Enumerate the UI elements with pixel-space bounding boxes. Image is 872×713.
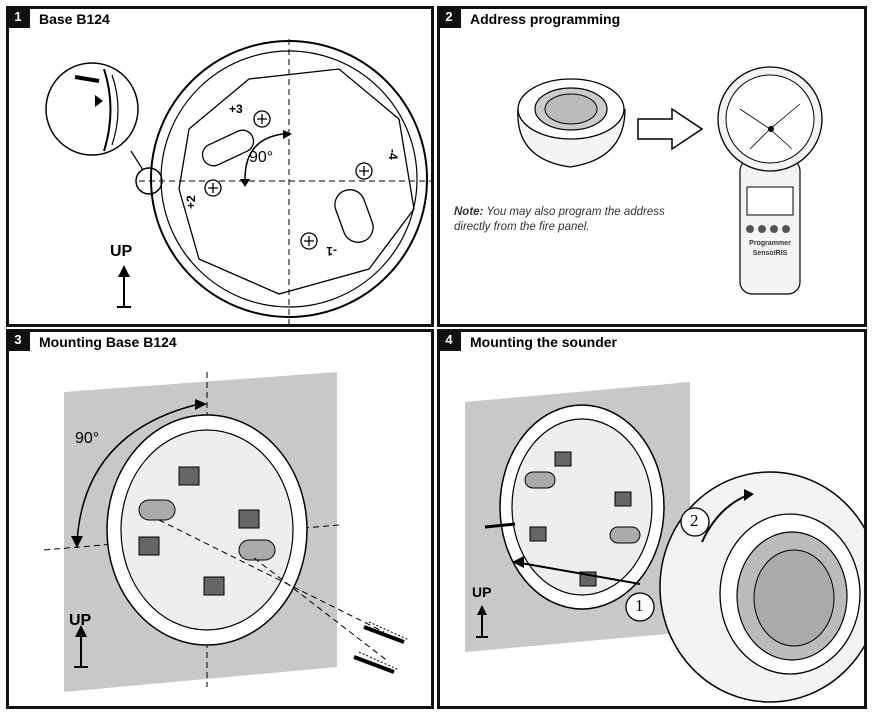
- step-marker: [680, 507, 710, 537]
- mounting-base-illustration: [43, 372, 410, 692]
- terminal-block: [178, 466, 200, 486]
- arrow-head: [195, 399, 207, 410]
- note-body: You may also program the address directl…: [454, 206, 665, 233]
- alignment-pointer: [95, 95, 103, 107]
- panel-number: 4: [440, 332, 461, 351]
- mounting-slot: [201, 129, 255, 167]
- step-marker: [625, 592, 655, 622]
- arrow-head: [283, 130, 292, 139]
- base-b124-top-view: +3 -4 +2 -1: [45, 39, 431, 324]
- terminal-screw: [355, 162, 373, 180]
- alignment-mark: [484, 522, 516, 529]
- panel-title: Base B124: [39, 11, 110, 27]
- panel-mounting-sounder: 4 Mounting the sounder 1 2 UP: [437, 329, 867, 709]
- mounting-screw: [353, 651, 400, 674]
- terminal-label: -4: [386, 149, 400, 160]
- terminal-block: [529, 526, 547, 542]
- base-inner-ring: [511, 418, 653, 596]
- mounting-slot: [238, 539, 276, 561]
- detail-magnifier: [45, 62, 139, 156]
- angle-label: 90°: [75, 430, 100, 447]
- panel-address-programming: 2 Address programming Note: You may also…: [437, 6, 867, 327]
- terminal-block: [203, 576, 225, 596]
- panel-mounting-base: 3 Mounting Base B124 90° UP: [6, 329, 434, 709]
- rotation-arc: [76, 403, 200, 543]
- sounder-device: [659, 471, 864, 703]
- arrow-head: [512, 556, 524, 568]
- base-inner-ring: [120, 429, 294, 631]
- mounting-slot: [609, 526, 641, 544]
- step-label: 2: [690, 511, 699, 530]
- panel-base-b124: 1 Base B124 +3 -4 +2 -1: [6, 6, 434, 327]
- detail-target-circle: [135, 167, 163, 195]
- terminal-screw: [253, 110, 271, 128]
- panel-title: Mounting the sounder: [470, 334, 617, 350]
- rotation-arrow: [701, 494, 749, 543]
- angle-label: 90°: [249, 149, 274, 166]
- terminal-block: [614, 491, 632, 507]
- mounting-sounder-illustration: [465, 382, 864, 703]
- mounting-slot: [334, 189, 374, 243]
- programmer-label: Programmer: [749, 240, 791, 247]
- mounting-screw: [363, 621, 410, 644]
- process-arrow: [637, 107, 704, 151]
- base-outer-ring: [150, 40, 428, 318]
- terminal-label: +2: [184, 195, 198, 209]
- programmer-label: SensoIRIS: [752, 250, 788, 257]
- terminal-screw: [204, 179, 222, 197]
- sounder-device: [517, 78, 626, 168]
- panel-title: Mounting Base B124: [39, 334, 177, 350]
- terminal-label: +3: [229, 102, 243, 116]
- up-label: UP: [69, 612, 92, 629]
- base-board-outline: [178, 68, 415, 295]
- detail-leader-line: [130, 150, 144, 171]
- mounting-slot: [524, 471, 556, 489]
- rotation-arc: [244, 133, 284, 180]
- terminal-block: [238, 509, 260, 529]
- address-programming-illustration: [517, 66, 823, 295]
- panel-title: Address programming: [470, 11, 621, 27]
- step-label: 1: [635, 596, 644, 615]
- up-arrow-head: [118, 265, 130, 277]
- programmer-device: [717, 66, 823, 295]
- arrow-head: [71, 536, 83, 548]
- note-text: Note: You may also program the address d…: [454, 205, 684, 235]
- terminal-block: [554, 451, 572, 467]
- screw-guide-line: [158, 519, 385, 633]
- arrow-head: [744, 489, 754, 501]
- panel-number: 2: [440, 9, 461, 28]
- insert-arrow: [514, 561, 641, 585]
- arrow-head: [240, 179, 250, 187]
- terminal-screw: [300, 232, 318, 250]
- screw-guide-line: [253, 557, 390, 663]
- alignment-mark: [74, 75, 100, 83]
- detail-base-edge: [111, 74, 119, 146]
- up-arrow-head: [477, 605, 487, 615]
- up-arrow-head: [75, 625, 87, 637]
- panel-number: 3: [9, 332, 30, 351]
- up-label: UP: [110, 243, 133, 260]
- terminal-label: -1: [326, 244, 337, 258]
- mounting-slot: [138, 499, 176, 521]
- terminal-block: [138, 536, 160, 556]
- panel-number: 1: [9, 9, 30, 28]
- base-inner-ring: [160, 50, 418, 308]
- detail-base-edge: [103, 68, 112, 152]
- up-label: UP: [472, 584, 492, 600]
- note-label: Note:: [454, 206, 484, 218]
